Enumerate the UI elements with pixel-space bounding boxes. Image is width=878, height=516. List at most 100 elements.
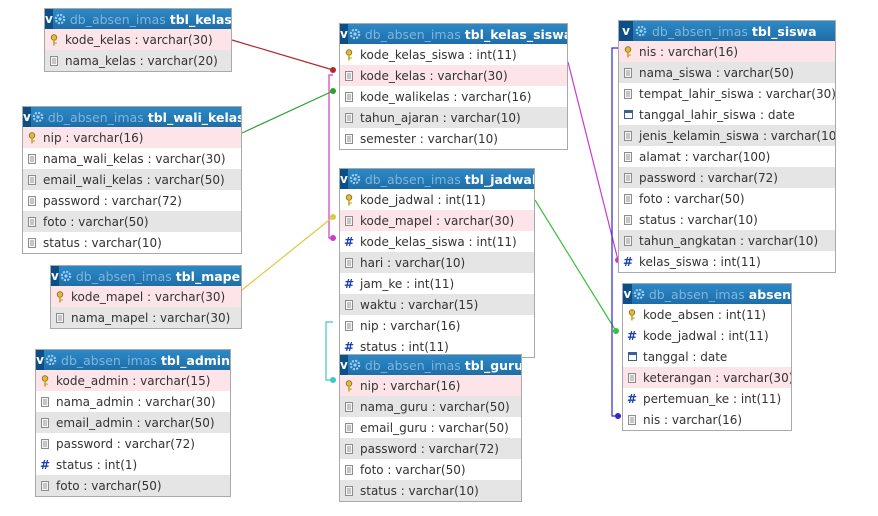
column-row[interactable]: #jam_ke : int(11)	[340, 273, 534, 294]
column-row[interactable]: waktu : varchar(15)	[340, 294, 534, 315]
column-icon	[40, 479, 50, 493]
column-row[interactable]: email_guru : varchar(50)	[340, 417, 521, 438]
column-row[interactable]: tanggal : date	[623, 346, 791, 367]
gear-icon[interactable]	[349, 359, 361, 371]
column-icon	[27, 152, 37, 166]
column-row[interactable]: kode_admin : varchar(15)	[36, 370, 230, 391]
column-row[interactable]: alamat : varchar(100)	[619, 146, 835, 167]
toggle-columns-icon[interactable]: v	[619, 21, 633, 41]
toggle-columns-icon[interactable]: v	[45, 9, 53, 29]
column-row[interactable]: foto : varchar(50)	[36, 475, 230, 496]
column-row[interactable]: tanggal_lahir_siswa : date	[619, 104, 835, 125]
column-row[interactable]: status : varchar(10)	[340, 480, 521, 501]
column-row[interactable]: status : varchar(10)	[23, 232, 241, 253]
column-label: nip : varchar(16)	[360, 378, 461, 393]
column-icon	[55, 311, 65, 325]
column-row[interactable]: kode_kelas : varchar(30)	[45, 29, 231, 50]
relation-endpoint	[330, 377, 336, 383]
column-row[interactable]: email_admin : varchar(50)	[36, 412, 230, 433]
toggle-columns-icon[interactable]: v	[51, 266, 59, 286]
gear-icon[interactable]	[349, 173, 361, 185]
column-row[interactable]: foto : varchar(50)	[340, 459, 521, 480]
column-row[interactable]: keterangan : varchar(30)	[623, 367, 791, 388]
column-row[interactable]: nama_mapel : varchar(30)	[51, 307, 241, 328]
column-row[interactable]: status : varchar(10)	[619, 209, 835, 230]
column-row[interactable]: nama_admin : varchar(30)	[36, 391, 230, 412]
column-row[interactable]: kode_kelas_siswa : int(11)	[340, 44, 567, 65]
toggle-columns-icon[interactable]: v	[36, 350, 45, 370]
toggle-columns-icon[interactable]: v	[340, 355, 348, 375]
column-row[interactable]: nip : varchar(16)	[23, 127, 241, 148]
toggle-columns-icon[interactable]: v	[623, 284, 632, 304]
column-row[interactable]: #status : int(1)	[36, 454, 230, 475]
column-label: kode_mapel : varchar(30)	[71, 289, 226, 304]
column-row[interactable]: kode_kelas : varchar(30)	[340, 65, 567, 86]
toggle-columns-icon[interactable]: v	[340, 24, 348, 44]
gear-icon[interactable]	[634, 25, 648, 37]
column-row[interactable]: #kode_kelas_siswa : int(11)	[340, 231, 534, 252]
gear-icon[interactable]	[633, 288, 645, 300]
gear-icon[interactable]	[54, 13, 66, 25]
column-row[interactable]: password : varchar(72)	[619, 167, 835, 188]
column-row[interactable]: kode_mapel : varchar(30)	[340, 210, 534, 231]
column-row[interactable]: nis : varchar(16)	[623, 409, 791, 430]
column-row[interactable]: password : varchar(72)	[36, 433, 230, 454]
column-row[interactable]: nama_kelas : varchar(20)	[45, 50, 231, 71]
gear-icon[interactable]	[32, 111, 44, 123]
column-label: password : varchar(72)	[56, 436, 195, 451]
column-row[interactable]: tahun_angkatan : varchar(10)	[619, 230, 835, 251]
column-row[interactable]: kode_mapel : varchar(30)	[51, 286, 241, 307]
column-row[interactable]: semester : varchar(10)	[340, 128, 567, 149]
column-row[interactable]: nama_wali_kelas : varchar(30)	[23, 148, 241, 169]
column-row[interactable]: foto : varchar(50)	[619, 188, 835, 209]
column-row[interactable]: email_wali_kelas : varchar(50)	[23, 169, 241, 190]
column-label: status : int(11)	[360, 339, 449, 354]
column-row[interactable]: #kode_jadwal : int(11)	[623, 325, 791, 346]
gear-icon[interactable]	[349, 28, 361, 40]
column-icon	[344, 319, 354, 333]
column-row[interactable]: #pertemuan_ke : int(11)	[623, 388, 791, 409]
column-row[interactable]: tempat_lahir_siswa : varchar(30)	[619, 83, 835, 104]
toggle-columns-icon[interactable]: v	[23, 107, 31, 127]
gear-icon[interactable]	[60, 270, 72, 282]
column-row[interactable]: kode_jadwal : int(11)	[340, 189, 534, 210]
column-row[interactable]: #status : int(11)	[340, 336, 534, 357]
column-row[interactable]: kode_absen : int(11)	[623, 304, 791, 325]
column-label: status : varchar(10)	[639, 212, 758, 227]
toggle-columns-icon[interactable]: v	[340, 169, 348, 189]
column-row[interactable]: nama_guru : varchar(50)	[340, 396, 521, 417]
column-row[interactable]: nip : varchar(16)	[340, 315, 534, 336]
column-label: foto : varchar(50)	[56, 478, 162, 493]
column-row[interactable]: jenis_kelamin_siswa : varchar(10)	[619, 125, 835, 146]
column-row[interactable]: tahun_ajaran : varchar(10)	[340, 107, 567, 128]
column-row[interactable]: hari : varchar(10)	[340, 252, 534, 273]
column-row[interactable]: nis : varchar(16)	[619, 41, 835, 62]
column-row[interactable]: nama_siswa : varchar(50)	[619, 62, 835, 83]
relation-endpoint	[330, 88, 336, 94]
column-row[interactable]: password : varchar(72)	[340, 438, 521, 459]
column-row[interactable]: password : varchar(72)	[23, 190, 241, 211]
gear-icon[interactable]	[45, 354, 57, 366]
column-row[interactable]: kode_walikelas : varchar(16)	[340, 86, 567, 107]
column-row[interactable]: #kelas_siswa : int(11)	[619, 251, 835, 272]
column-row[interactable]: nip : varchar(16)	[340, 375, 521, 396]
column-row[interactable]: foto : varchar(50)	[23, 211, 241, 232]
